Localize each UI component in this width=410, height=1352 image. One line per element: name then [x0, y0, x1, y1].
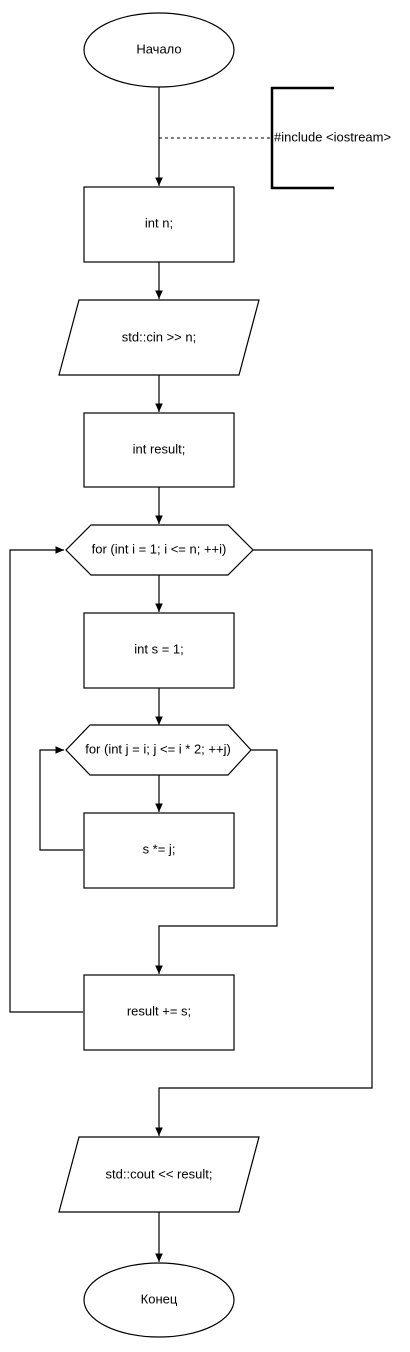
comment-label: #include <iostream> [274, 129, 391, 144]
declare-n-process: int n; [83, 186, 235, 263]
end-terminal: Конец [83, 1262, 235, 1338]
output-result-data: std::cout << result; [58, 1136, 260, 1213]
edge-inner-loop-exit-to-accumulate [155, 749, 278, 974]
edge-outer-loop-exit-to-output [155, 549, 373, 1136]
start-terminal: Начало [83, 12, 235, 88]
multiply-s-process: s *= j; [83, 812, 235, 889]
comment-bracket [270, 86, 334, 190]
accumulate-result-label: result += s; [127, 1003, 191, 1018]
declare-s-label: int s = 1; [134, 641, 184, 656]
declare-result-label: int result; [133, 441, 186, 456]
outer-loop-label: for (int i = 1; i <= n; ++i) [92, 541, 227, 556]
edge-multiply-back-to-inner-loop [39, 746, 83, 851]
start-label: Начало [136, 41, 181, 56]
accumulate-result-process: result += s; [83, 974, 235, 1051]
outer-loop-preparation: for (int i = 1; i <= n; ++i) [65, 524, 254, 576]
connectors [9, 87, 373, 1262]
inner-loop-label: for (int j = i; j <= i * 2; ++j) [85, 741, 231, 756]
declare-result-process: int result; [83, 412, 235, 488]
declare-n-label: int n; [145, 215, 173, 230]
end-label: Конец [141, 1291, 178, 1306]
include-comment: #include <iostream> [270, 86, 391, 190]
multiply-s-label: s *= j; [143, 841, 176, 856]
input-n-label: std::cin >> n; [122, 329, 196, 344]
inner-loop-preparation: for (int j = i; j <= i * 2; ++j) [65, 724, 252, 776]
input-n-data: std::cin >> n; [58, 299, 260, 376]
edge-accumulate-back-to-outer-loop [9, 546, 83, 1013]
output-result-label: std::cout << result; [106, 1166, 213, 1181]
declare-s-process: int s = 1; [83, 612, 235, 689]
